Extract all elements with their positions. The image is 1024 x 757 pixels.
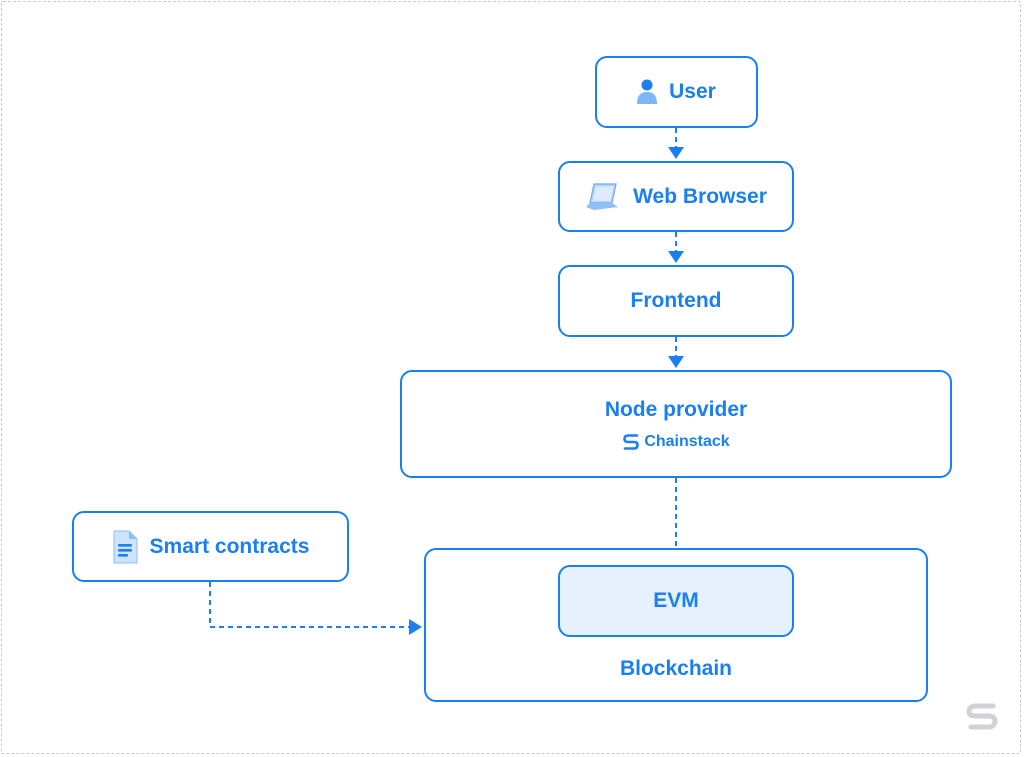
user-icon — [637, 79, 658, 105]
web-browser-label: Web Browser — [633, 184, 767, 208]
web-browser-node: Web Browser — [558, 161, 794, 232]
user-node: User — [595, 56, 758, 128]
arrowhead-browser — [668, 147, 684, 159]
connector-contracts-blockchain — [209, 582, 410, 628]
blockchain-label: Blockchain — [619, 657, 733, 680]
frontend-label: Frontend — [630, 289, 722, 312]
evm-node: EVM — [558, 565, 794, 637]
smart-contracts-label: Smart contracts — [149, 534, 310, 558]
chainstack-logo-icon — [622, 432, 640, 452]
chainstack-watermark-icon — [964, 698, 1000, 739]
arrowhead-provider — [668, 356, 684, 368]
document-icon — [112, 530, 138, 564]
smart-contracts-node: Smart contracts — [72, 511, 349, 582]
evm-label: EVM — [653, 589, 699, 612]
laptop-icon — [585, 182, 621, 212]
frontend-node: Frontend — [558, 265, 794, 337]
arrowhead-blockchain — [409, 619, 422, 635]
provider-brand: Chainstack — [644, 433, 730, 450]
arrowhead-frontend — [668, 251, 684, 263]
node-provider-label: Node provider — [604, 398, 748, 421]
node-provider-node: Node provider Chainstack — [400, 370, 952, 478]
user-label: User — [669, 80, 716, 103]
